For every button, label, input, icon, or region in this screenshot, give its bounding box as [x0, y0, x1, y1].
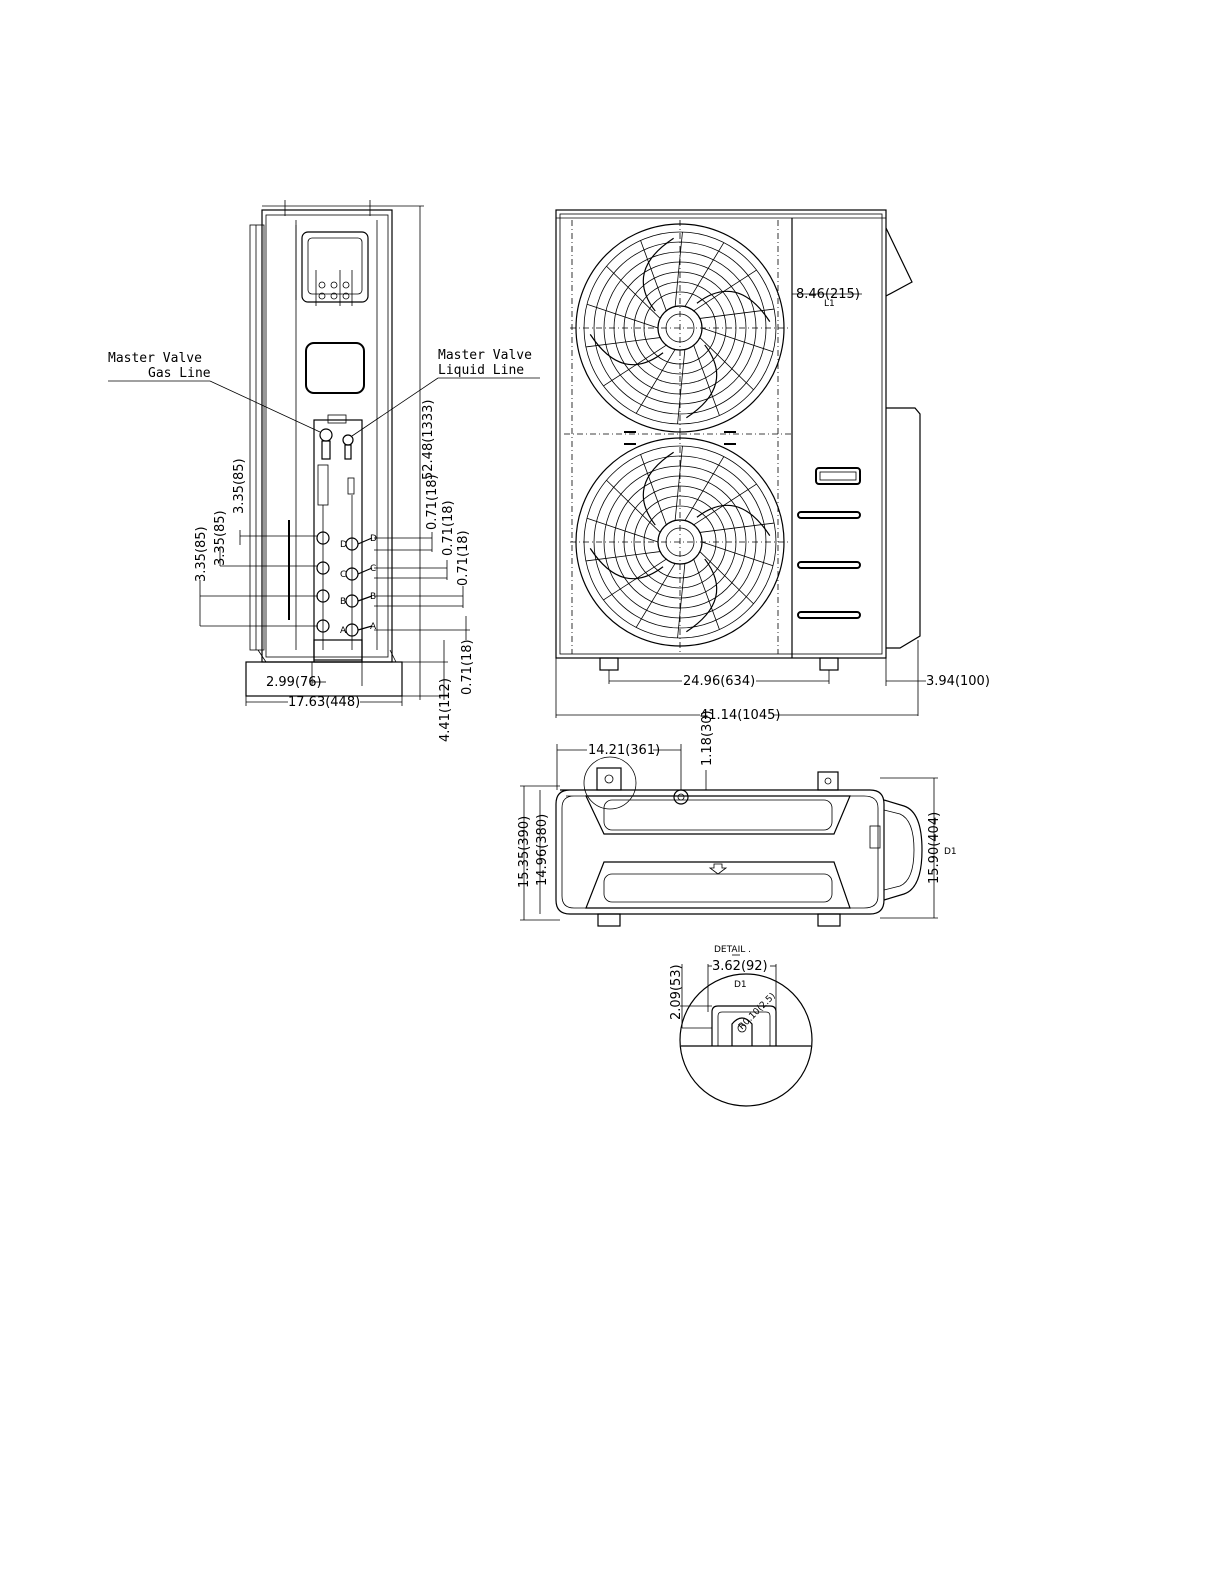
liquid-line-label-1: Master Valve: [438, 348, 532, 363]
top-view-annotations: 14.21(361) 1.18(30) 15.35(390) 14.96(380…: [517, 710, 957, 921]
port-letter-d-inner: D: [340, 540, 347, 550]
dim-overall-width: 41.14(1045): [700, 708, 780, 723]
dim-depth-outer: 15.35(390): [517, 816, 532, 888]
port-letter-c: C: [370, 564, 376, 574]
dim-spacing-3: 3.35(85): [194, 526, 209, 582]
dim-top-small: 1.18(30): [700, 710, 715, 766]
port-letter-d: D: [370, 534, 377, 544]
dim-top-offset: 14.21(361): [588, 743, 660, 758]
dim-feet-span: 24.96(634): [683, 674, 755, 689]
top-view: [555, 756, 923, 927]
port-letter-c-inner: C: [340, 570, 346, 580]
dim-side-projection: 3.94(100): [926, 674, 990, 689]
dim-side-height: 52.48(1333): [421, 400, 436, 480]
port-letter-a: A: [370, 622, 377, 632]
dim-base-width-small: 2.99(76): [266, 675, 322, 690]
l1-label: L1: [824, 299, 835, 309]
detail-view: R0.10(2.5) DETAIL . 3.62(92) D1 2.09(53): [669, 945, 813, 1107]
dim-detail-height: 2.09(53): [669, 964, 684, 1020]
d1-label-detail: D1: [734, 980, 747, 990]
gas-line-label-1: Master Valve: [108, 351, 202, 366]
dim-port-offset-3: 0.71(18): [456, 530, 471, 586]
front-view-annotations: 8.46(215) L1 24.96(634) 3.94(100) 41.14(…: [555, 287, 990, 723]
front-view: [555, 209, 921, 671]
dim-port-offset-2: 0.71(18): [441, 500, 456, 556]
dim-depth-inner: 14.96(380): [535, 814, 550, 886]
dim-port-offset-1: 0.71(18): [425, 474, 440, 530]
port-letter-b: B: [370, 592, 376, 602]
port-letter-a-inner: A: [340, 626, 347, 636]
detail-label: DETAIL .: [714, 945, 751, 955]
d1-label-right: D1: [944, 847, 957, 857]
port-letter-b-inner: B: [340, 597, 346, 607]
dim-front-panel: 8.46(215): [796, 287, 860, 302]
gas-line-label-2: Gas Line: [148, 366, 211, 381]
dim-base-height: 4.41(112): [438, 678, 453, 742]
dim-spacing-2: 3.35(85): [213, 510, 228, 566]
dim-spacing-1: 3.35(85): [232, 458, 247, 514]
dim-base-width: 17.63(448): [288, 695, 360, 710]
dim-port-offset-4: 0.71(18): [460, 639, 475, 695]
dim-detail-width: 3.62(92): [712, 959, 768, 974]
side-view-annotations: Master Valve Gas Line Master Valve Liqui…: [108, 205, 540, 742]
side-view: D D C C B B A A: [245, 200, 403, 697]
liquid-line-label-2: Liquid Line: [438, 363, 524, 378]
dim-depth-total: 15.90(404): [927, 812, 942, 884]
